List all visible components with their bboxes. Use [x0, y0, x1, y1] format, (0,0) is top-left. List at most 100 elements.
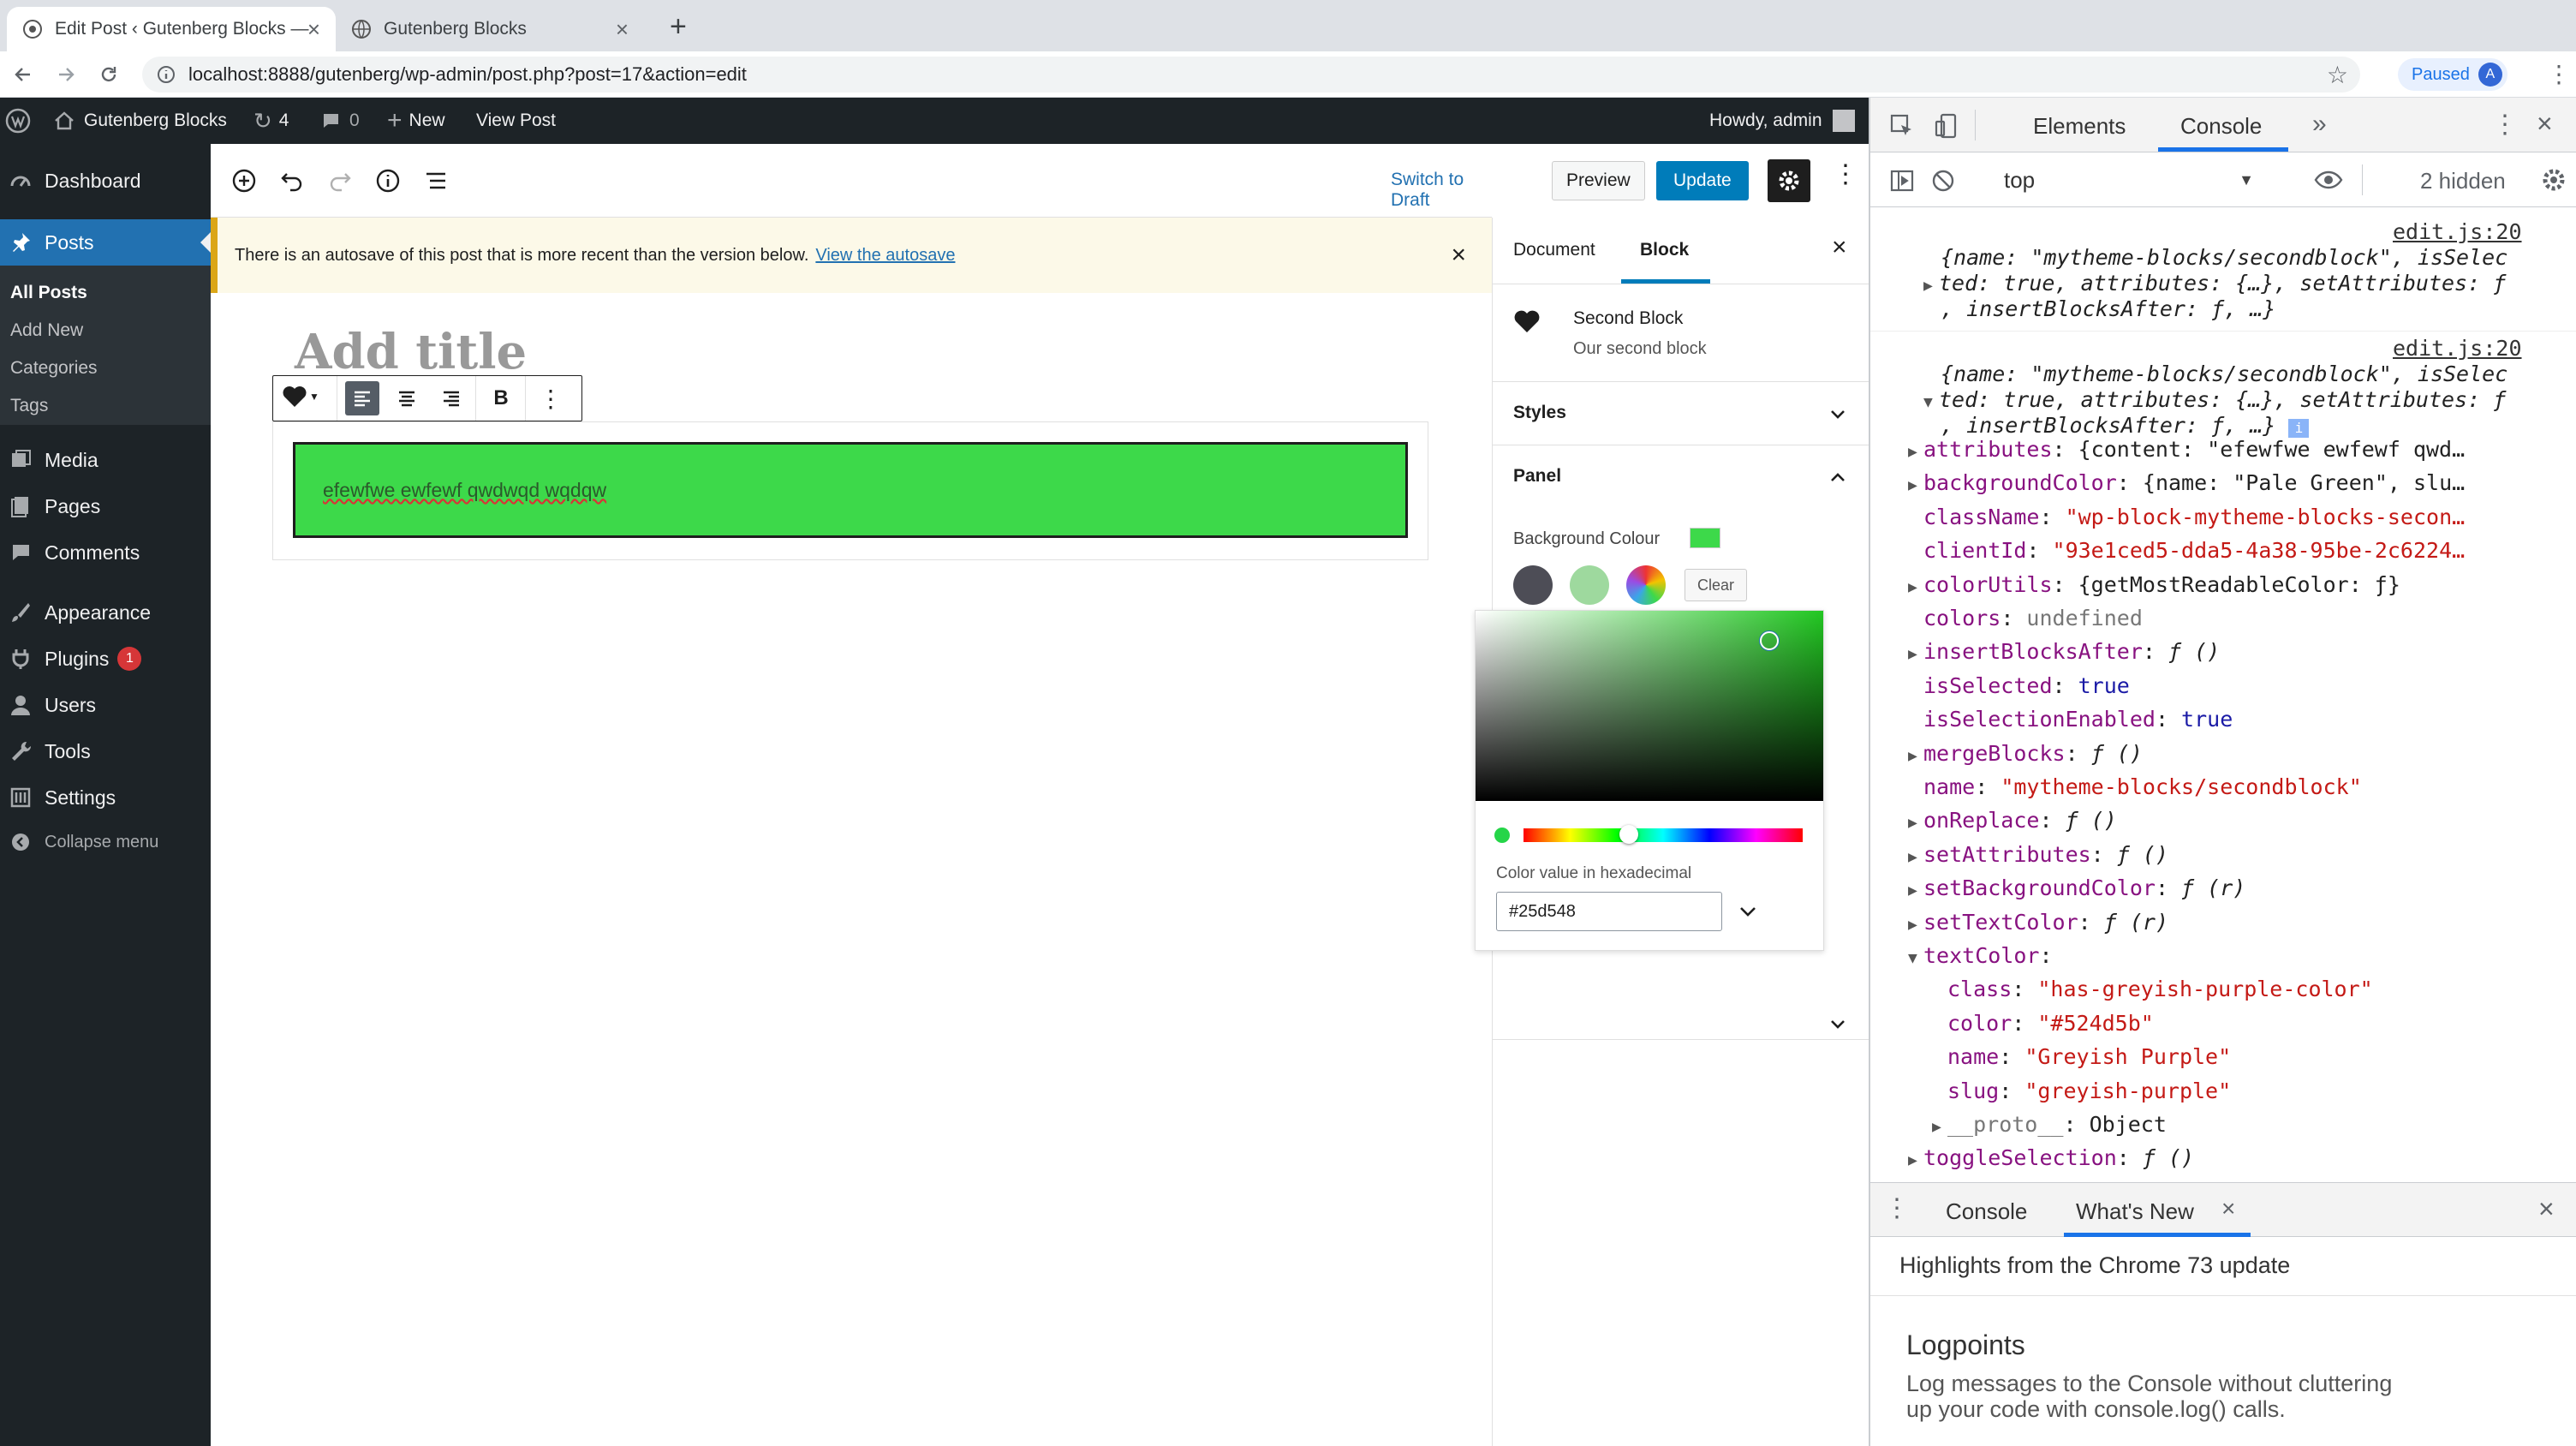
panel-title[interactable]: Panel	[1513, 466, 1562, 486]
tab-elements[interactable]: Elements	[2033, 113, 2126, 139]
preview-button[interactable]: Preview	[1552, 161, 1645, 200]
howdy-account-link[interactable]: Howdy, admin	[1709, 98, 1855, 144]
sidebar-item-comments[interactable]: Comments	[0, 529, 211, 576]
reload-icon[interactable]	[94, 60, 123, 89]
color-swatch-pale-green[interactable]	[1570, 565, 1609, 605]
info-badge-icon[interactable]: i	[2288, 419, 2310, 438]
settings-gear-icon[interactable]	[1768, 159, 1810, 202]
color-swatch-greyish-purple[interactable]	[1513, 565, 1553, 605]
close-drawer-icon[interactable]: ×	[2538, 1193, 2555, 1224]
update-button[interactable]: Update	[1656, 161, 1749, 200]
clear-color-button[interactable]: Clear	[1685, 569, 1748, 601]
hue-slider-handle[interactable]	[1619, 825, 1638, 844]
align-right-icon[interactable]	[434, 381, 468, 415]
chevron-down-icon[interactable]	[1828, 1014, 1847, 1033]
block-more-options-icon[interactable]: ⋮	[539, 385, 563, 412]
align-left-icon[interactable]	[345, 381, 379, 415]
bold-button[interactable]: B	[493, 386, 509, 409]
drawer-menu-icon[interactable]: ⋮	[1884, 1194, 1910, 1222]
align-center-icon[interactable]	[390, 381, 424, 415]
submenu-tags[interactable]: Tags	[10, 396, 49, 415]
block-navigation-icon[interactable]	[420, 164, 452, 197]
object-property-row[interactable]: ▶toggleSelection: ƒ ()	[1908, 1142, 2194, 1174]
close-devtools-icon[interactable]: ×	[2537, 108, 2553, 139]
clear-console-icon[interactable]	[1930, 168, 1956, 194]
hidden-count[interactable]: 2 hidden	[2420, 168, 2506, 194]
object-property-row[interactable]: ▶setBackgroundColor: ƒ (r)	[1908, 872, 2245, 905]
tab-block[interactable]: Block	[1640, 240, 1690, 260]
site-name-link[interactable]: Gutenberg Blocks	[53, 98, 227, 144]
new-content-link[interactable]: + New	[387, 106, 445, 134]
saturation-pointer[interactable]	[1760, 631, 1779, 650]
object-property-row[interactable]: ▶backgroundColor: {name: "Pale Green", s…	[1908, 467, 2465, 499]
back-arrow-icon[interactable]	[9, 60, 38, 89]
sidebar-item-plugins[interactable]: Plugins 1	[0, 636, 211, 682]
address-bar[interactable]: localhost:8888/gutenberg/wp-admin/post.p…	[142, 57, 2360, 93]
comments-link[interactable]: 0	[320, 98, 360, 144]
post-title-field[interactable]: Add title	[295, 324, 528, 380]
submenu-all-posts[interactable]: All Posts	[10, 283, 87, 302]
more-menu-icon[interactable]: ⋮	[1833, 160, 1858, 188]
more-tabs-chevron-icon[interactable]: »	[2312, 110, 2327, 138]
hue-slider[interactable]	[1524, 828, 1803, 842]
object-property-row[interactable]: ▶insertBlocksAfter: ƒ ()	[1908, 636, 2220, 668]
view-autosave-link[interactable]: View the autosave	[815, 245, 956, 265]
tab-document[interactable]: Document	[1513, 240, 1595, 260]
block-type-switcher[interactable]: ▼	[282, 385, 319, 409]
browser-tab-edit-post[interactable]: Edit Post ‹ Gutenberg Blocks — ×	[7, 7, 336, 51]
sidebar-item-appearance[interactable]: Appearance	[0, 589, 211, 636]
console-log-line[interactable]: ▼ted: true, attributes: {…}, setAttribut…	[1923, 384, 2506, 416]
chevron-up-icon[interactable]	[1828, 468, 1847, 487]
object-property-row[interactable]: ▶onReplace: ƒ ()	[1908, 804, 2117, 837]
new-tab-icon[interactable]: +	[670, 10, 687, 43]
info-icon[interactable]	[156, 64, 176, 85]
sidebar-item-posts[interactable]: Posts	[0, 219, 211, 266]
switch-to-draft-button[interactable]: Switch to Draft	[1391, 170, 1464, 210]
sidebar-item-tools[interactable]: Tools	[0, 728, 211, 774]
bookmark-star-icon[interactable]: ☆	[2326, 61, 2348, 88]
object-property-row[interactable]: ▶attributes: {content: "efewfwe ewfewf q…	[1908, 433, 2465, 466]
sidebar-item-pages[interactable]: Pages	[0, 483, 211, 529]
add-block-icon[interactable]	[228, 164, 260, 197]
object-property-row[interactable]: ▶mergeBlocks: ƒ ()	[1908, 738, 2143, 770]
block-text[interactable]: efewfwe ewfewf qwdwqd wqdqw	[323, 478, 607, 501]
source-link[interactable]: edit.js:20	[2393, 336, 2522, 361]
console-log-line[interactable]: ▶ted: true, attributes: {…}, setAttribut…	[1923, 267, 2506, 300]
sidebar-item-media[interactable]: Media	[0, 437, 211, 483]
device-toolbar-icon[interactable]	[1934, 113, 1959, 139]
close-settings-icon[interactable]: ×	[1832, 233, 1847, 261]
sidebar-item-dashboard[interactable]: Dashboard	[0, 158, 211, 204]
forward-arrow-icon[interactable]	[51, 60, 80, 89]
hex-value-input[interactable]: #25d548	[1496, 892, 1722, 931]
chevron-down-icon[interactable]	[1738, 902, 1758, 921]
custom-color-picker-button[interactable]	[1626, 565, 1666, 605]
collapse-menu-button[interactable]: Collapse menu	[0, 819, 211, 865]
object-property-row[interactable]: ▶__proto__: Object	[1908, 1176, 2143, 1182]
eye-icon[interactable]	[2314, 168, 2343, 192]
context-selector[interactable]: top ▼	[2004, 166, 2254, 193]
close-whats-new-icon[interactable]: ×	[2221, 1195, 2236, 1222]
profile-button[interactable]: Paused A	[2398, 58, 2507, 91]
console-settings-gear-icon[interactable]	[2540, 166, 2567, 194]
close-tab-icon[interactable]: ×	[307, 15, 320, 42]
inspect-element-icon[interactable]	[1889, 113, 1915, 139]
sidebar-item-users[interactable]: Users	[0, 682, 211, 728]
browser-menu-icon[interactable]: ⋮	[2547, 61, 2571, 87]
object-property-row[interactable]: ▶__proto__: Object	[1932, 1108, 2167, 1141]
updates-link[interactable]: ↻ 4	[253, 107, 289, 134]
undo-icon[interactable]	[276, 164, 308, 197]
view-post-link[interactable]: View Post	[476, 111, 556, 130]
drawer-tab-console[interactable]: Console	[1946, 1198, 2028, 1224]
browser-tab-gutenberg-blocks[interactable]: Gutenberg Blocks ×	[336, 7, 644, 51]
object-property-row[interactable]: ▼textColor:	[1908, 940, 2066, 972]
second-block-content[interactable]: efewfwe ewfewf qwdwqd wqdqw	[293, 442, 1408, 538]
wordpress-logo-icon[interactable]	[5, 98, 31, 144]
content-info-icon[interactable]	[372, 164, 404, 197]
redo-icon[interactable]	[324, 164, 356, 197]
devtools-menu-icon[interactable]: ⋮	[2492, 111, 2518, 139]
object-property-row[interactable]: ▶colorUtils: {getMostReadableColor: ƒ}	[1908, 569, 2400, 601]
object-property-row[interactable]: ▶setAttributes: ƒ ()	[1908, 839, 2168, 871]
sidebar-item-settings[interactable]: Settings	[0, 774, 211, 821]
styles-panel-header[interactable]: Styles	[1493, 382, 1869, 445]
tab-console[interactable]: Console	[2180, 113, 2263, 139]
